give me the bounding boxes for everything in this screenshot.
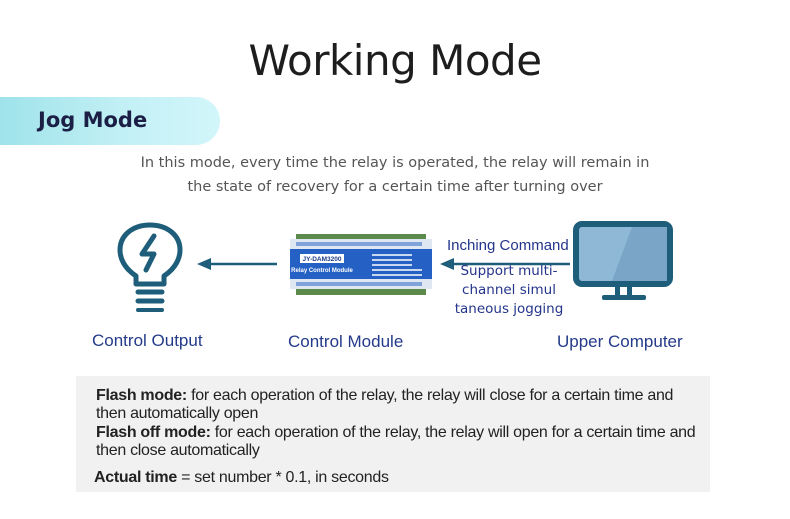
actual-time-text: = set number * 0.1, in seconds xyxy=(176,469,389,486)
edge-note-line: channel simul xyxy=(462,282,556,298)
flash-off-mode-note: Flash off mode: for each operation of th… xyxy=(96,424,696,460)
edge-note-line: taneous jogging xyxy=(454,301,564,317)
lightbulb-bolt-icon xyxy=(117,222,183,312)
relay-module-image: JY-DAM3200 Relay Control Module xyxy=(290,234,432,295)
section-badge: Jog Mode xyxy=(0,97,220,145)
edge-note: Support multi- channel simul taneous jog… xyxy=(447,262,571,319)
actual-time-note: Actual time = set number * 0.1, in secon… xyxy=(94,469,694,487)
section-label: Jog Mode xyxy=(38,108,148,132)
flash-mode-label: Flash mode: xyxy=(96,387,187,404)
device-caption: Relay Control Module xyxy=(291,268,353,274)
edge-note-line: Support multi- xyxy=(460,263,558,279)
monitor-icon xyxy=(573,221,673,300)
flash-off-text: for each operation of the relay, the rel… xyxy=(96,424,696,459)
actual-time-label: Actual time xyxy=(94,469,177,486)
edge-label-inching-command: Inching Command xyxy=(447,237,569,254)
arrow-to-module xyxy=(440,258,570,270)
page-title: Working Mode xyxy=(248,36,542,85)
flash-mode-text: for each operation of the relay, the rel… xyxy=(96,387,674,422)
device-model: JY-DAM3200 xyxy=(302,256,341,263)
flash-mode-note: Flash mode: for each operation of the re… xyxy=(96,387,706,423)
description-line-2: the state of recovery for a certain time… xyxy=(187,179,603,195)
flash-off-label: Flash off mode: xyxy=(96,424,211,441)
mode-description: In this mode, every time the relay is op… xyxy=(110,151,680,199)
node-label-upper-computer: Upper Computer xyxy=(557,332,683,351)
node-label-control-output: Control Output xyxy=(92,331,203,350)
node-label-control-module: Control Module xyxy=(288,332,404,351)
notes-panel: Flash mode: for each operation of the re… xyxy=(76,376,710,492)
arrow-to-output xyxy=(197,258,277,270)
description-line-1: In this mode, every time the relay is op… xyxy=(140,155,650,171)
